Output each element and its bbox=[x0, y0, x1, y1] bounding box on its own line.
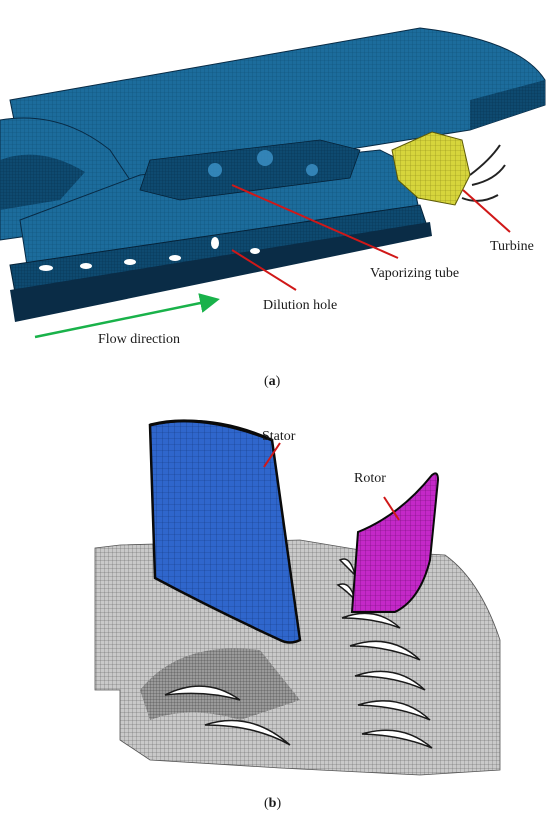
dilution-hole-shape bbox=[80, 263, 92, 269]
caption-b-close: ) bbox=[276, 796, 281, 811]
combustor-mesh-figure bbox=[0, 27, 546, 322]
dilution-hole-shape bbox=[124, 259, 136, 265]
turbine-blade-shape bbox=[391, 131, 471, 206]
figure-b-leaders bbox=[263, 442, 400, 521]
flow-direction-arrow bbox=[34, 293, 220, 339]
hub-slot-shape bbox=[357, 700, 431, 721]
passage-mesh bbox=[140, 648, 300, 720]
turbine-stage-mesh-figure bbox=[94, 419, 501, 776]
caption-a-letter: a bbox=[269, 374, 276, 389]
combustor-casing-face bbox=[470, 80, 545, 130]
flow-direction-label: Flow direction bbox=[98, 332, 180, 347]
combustor-bumps bbox=[208, 150, 318, 177]
stator-label: Stator bbox=[262, 429, 296, 444]
stator-leader-line bbox=[263, 442, 281, 468]
caption-a-close: ) bbox=[276, 374, 281, 389]
turbine-leader-line bbox=[462, 189, 511, 233]
figure-a-caption: (a) bbox=[264, 374, 281, 389]
dilution-hole-shape bbox=[169, 255, 181, 261]
dilution-hole-shape bbox=[211, 237, 219, 249]
stator-blade-edge bbox=[149, 419, 273, 442]
dilution-hole-label: Dilution hole bbox=[263, 298, 337, 313]
hub-slot-shape bbox=[164, 685, 241, 701]
combustor-bottom-edge bbox=[10, 222, 432, 322]
vaporizing-tube-label: Vaporizing tube bbox=[370, 266, 459, 281]
hub-slot-shape bbox=[204, 719, 291, 746]
combustor-ring-inner bbox=[0, 154, 85, 210]
dilution-holes bbox=[39, 237, 260, 271]
vaporizing-tube-leader-line bbox=[231, 184, 399, 259]
vaporizing-tube-shape bbox=[139, 139, 361, 201]
dilution-hole-shape bbox=[39, 265, 53, 271]
rotor-label: Rotor bbox=[354, 471, 386, 486]
hub-slot-shape bbox=[349, 640, 421, 661]
caption-b-letter: b bbox=[269, 796, 277, 811]
dilution-hole-leader-line bbox=[231, 249, 297, 291]
hub-slot-shape bbox=[361, 729, 433, 749]
hub-slots bbox=[164, 558, 433, 749]
caption-b-open: ( bbox=[264, 796, 269, 811]
hub-slot-shape bbox=[354, 670, 426, 691]
turbine-rotor-tips bbox=[461, 144, 506, 202]
caption-a-open: ( bbox=[264, 374, 269, 389]
turbine-label: Turbine bbox=[490, 239, 534, 254]
rotor-blade-shape bbox=[350, 472, 440, 613]
figure-a-leaders bbox=[231, 184, 511, 291]
figure-b-caption: (b) bbox=[264, 796, 281, 811]
dilution-hole-shape bbox=[250, 248, 260, 254]
hub-slot-shape bbox=[341, 612, 401, 629]
rotor-leader-line bbox=[383, 496, 400, 521]
